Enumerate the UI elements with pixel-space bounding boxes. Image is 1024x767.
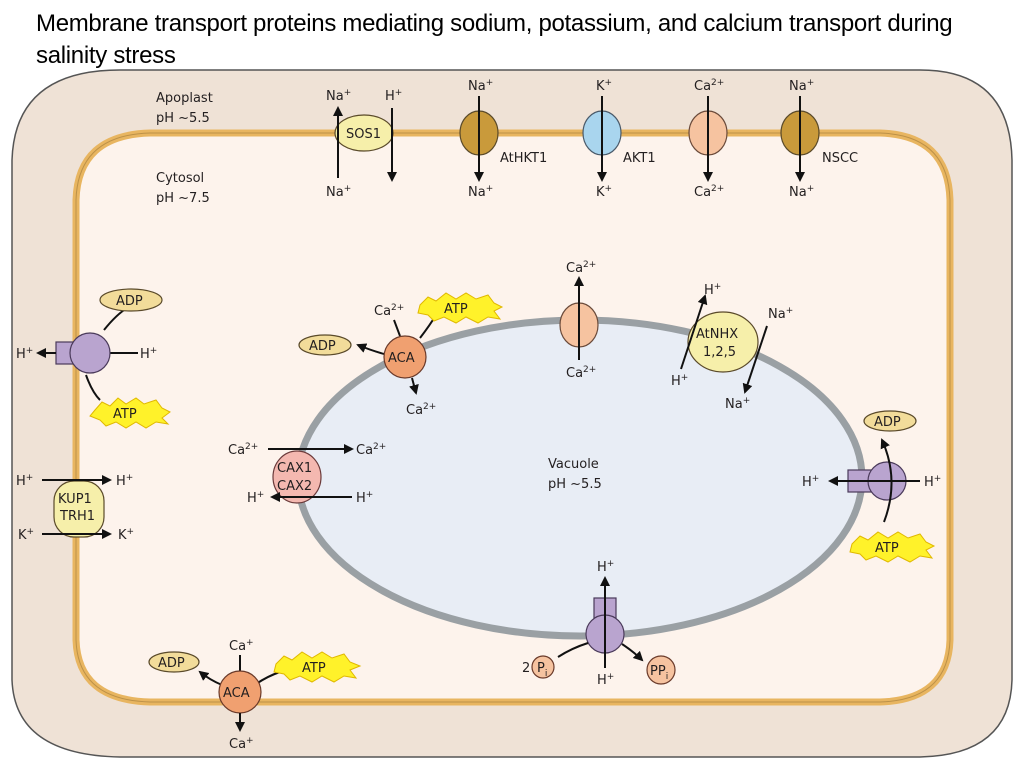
svg-text:H+: H+ [16, 473, 33, 489]
svg-text:H+: H+ [247, 490, 264, 506]
svg-text:Ca2+: Ca2+ [694, 78, 724, 94]
adp-badge [148, 651, 200, 673]
svg-text:1,2,5: 1,2,5 [703, 345, 736, 360]
svg-text:NSCC: NSCC [822, 151, 858, 166]
svg-text:H+: H+ [116, 473, 133, 489]
apoplast-label: Apoplast [156, 91, 213, 106]
pm-h-atpase: ADP H+ H+ ATP [16, 288, 171, 429]
svg-text:CAX2: CAX2 [277, 479, 312, 494]
svg-text:Na+: Na+ [789, 78, 814, 94]
cytosol-label: Cytosol [156, 171, 204, 186]
transporter-aca-tonoplast: ADP ATP ACA Ca2+ Ca2+ [298, 292, 504, 418]
pi-badge [531, 655, 555, 679]
tonoplast-v-ppase: H+ H+ 2 Pi PPi [522, 559, 676, 688]
svg-text:Pi: Pi [537, 661, 547, 679]
svg-text:H+: H+ [924, 474, 941, 490]
svg-text:ADP: ADP [116, 294, 143, 309]
adp-badge [99, 288, 163, 312]
svg-text:Ca2+: Ca2+ [566, 260, 596, 276]
svg-text:Ca2+: Ca2+ [566, 365, 596, 381]
svg-text:ADP: ADP [309, 339, 336, 354]
vacuole-label: Vacuole [548, 457, 599, 472]
svg-text:CAX1: CAX1 [277, 461, 312, 476]
svg-text:H+: H+ [597, 559, 614, 575]
svg-text:Na+: Na+ [789, 184, 814, 200]
svg-text:Na+: Na+ [326, 184, 351, 200]
svg-text:Ca+: Ca+ [229, 638, 254, 654]
svg-text:AKT1: AKT1 [623, 151, 656, 166]
svg-text:Na+: Na+ [326, 88, 351, 104]
svg-text:AtHKT1: AtHKT1 [500, 151, 547, 166]
svg-text:Na+: Na+ [768, 306, 793, 322]
svg-text:Ca2+: Ca2+ [374, 303, 404, 319]
svg-text:AtNHX: AtNHX [696, 327, 738, 342]
svg-text:H+: H+ [16, 346, 33, 362]
cytosol-ph: pH ~7.5 [156, 191, 210, 206]
svg-text:ADP: ADP [874, 415, 901, 430]
svg-text:H+: H+ [597, 672, 614, 688]
svg-text:Ca2+: Ca2+ [406, 402, 436, 418]
svg-text:Ca2+: Ca2+ [356, 442, 386, 458]
transporter-cax1-cax2: CAX1 CAX2 Ca2+ Ca2+ H+ H+ [228, 442, 386, 506]
ppi-badge [646, 655, 676, 685]
transporter-ca-channel-tonoplast: Ca2+ Ca2+ [559, 260, 599, 381]
svg-text:KUP1: KUP1 [58, 492, 92, 507]
svg-text:Na+: Na+ [468, 78, 493, 94]
svg-text:H+: H+ [385, 88, 402, 104]
svg-text:H+: H+ [671, 373, 688, 389]
svg-text:PPi: PPi [650, 664, 668, 682]
svg-text:H+: H+ [802, 474, 819, 490]
atp-burst [89, 397, 171, 429]
svg-text:Ca2+: Ca2+ [228, 442, 258, 458]
svg-text:ACA: ACA [388, 351, 415, 366]
atp-burst [417, 292, 504, 324]
transporter-atnhx: AtNHX 1,2,5 H+ H+ Na+ Na+ [671, 282, 793, 412]
svg-text:Na+: Na+ [468, 184, 493, 200]
tonoplast-v-atpase: ADP H+ H+ ATP [802, 410, 941, 563]
svg-text:H+: H+ [356, 490, 373, 506]
atp-burst [849, 531, 936, 563]
svg-text:ATP: ATP [444, 302, 468, 317]
svg-text:ATP: ATP [302, 661, 326, 676]
transporter-aca-pm: ADP ATP ACA Ca+ Ca+ [148, 638, 362, 752]
transporter-ca-channel-pm: Ca2+ Ca2+ [688, 78, 728, 200]
svg-text:H+: H+ [704, 282, 721, 298]
adp-badge [298, 334, 352, 356]
transporter-athkt1: Na+ Na+ AtHKT1 [459, 78, 547, 200]
transporter-nscc: Na+ Na+ NSCC [780, 78, 858, 200]
svg-text:Na+: Na+ [725, 396, 750, 412]
transporter-sos1: SOS1 Na+ H+ Na+ [326, 88, 402, 200]
transporter-kup1-trh1: KUP1 TRH1 H+ H+ K+ K+ [16, 473, 134, 543]
atp-burst [273, 651, 362, 683]
svg-text:ATP: ATP [875, 541, 899, 556]
svg-text:2: 2 [522, 661, 530, 676]
svg-text:K+: K+ [18, 527, 34, 543]
adp-badge [863, 410, 917, 432]
svg-text:K+: K+ [596, 78, 612, 94]
svg-text:K+: K+ [118, 527, 134, 543]
svg-text:Ca2+: Ca2+ [694, 184, 724, 200]
svg-text:H+: H+ [140, 346, 157, 362]
vacuole-ph: pH ~5.5 [548, 477, 602, 492]
svg-text:ACA: ACA [223, 686, 250, 701]
svg-text:K+: K+ [596, 184, 612, 200]
page-title: Membrane transport proteins mediating so… [36, 10, 953, 69]
svg-text:ADP: ADP [158, 656, 185, 671]
transporter-akt1: K+ K+ AKT1 [582, 78, 656, 200]
apoplast-ph: pH ~5.5 [156, 111, 210, 126]
svg-text:ATP: ATP [113, 407, 137, 422]
svg-text:Ca+: Ca+ [229, 736, 254, 752]
svg-text:SOS1: SOS1 [346, 127, 381, 142]
svg-text:TRH1: TRH1 [59, 509, 95, 524]
